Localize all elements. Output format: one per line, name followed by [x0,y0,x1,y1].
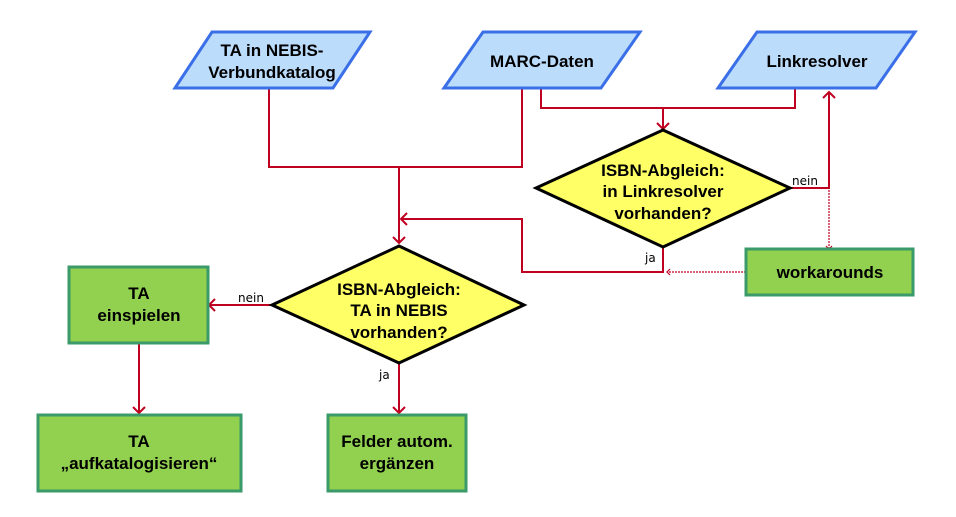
process-shape [326,413,468,493]
edge-marc-to-isbn-lr [540,88,796,109]
node-label-line: TA in NEBIS- [221,41,324,60]
input-shape [172,30,373,90]
edge-label-nebis-ja: ja [378,368,390,382]
input-shape [441,30,643,90]
node-ta-einspielen: TA einspielen [67,265,210,345]
edge-isbn-lr-nein-to-linkresolver [790,90,836,189]
edge-label-nebis-nein: nein [238,291,264,305]
node-label-line: Felder autom. [341,432,452,451]
decision-shape [268,244,528,365]
node-linkresolver: Linkresolver [715,30,918,90]
node-isbn-nebis: ISBN-Abgleich: TA in NEBIS vorhanden? [268,244,528,365]
dashed-connectors [666,190,833,276]
node-label-line: Verbundkatalog [208,63,336,82]
input-shape [715,30,918,90]
node-ta-nebis: TA in NEBIS- Verbundkatalog [172,30,373,90]
node-label-line: TA [128,284,149,303]
node-label-line: in Linkresolver [603,182,724,201]
node-label-line: TA in NEBIS [350,301,447,320]
decision-shape [532,128,794,249]
edge-marc-to-merge [399,88,523,168]
process-shape [36,413,243,493]
edge-label-lr-nein: nein [792,174,818,188]
node-ta-aufkatalogisieren: TA „aufkatalogisieren“ [36,413,243,493]
edge-isbn-lr-ja-to-isbn-nebis [399,212,664,273]
node-label-line: ergänzen [360,454,435,473]
node-label-line: ISBN-Abgleich: [337,280,461,299]
node-label-line: ISBN-Abgleich: [601,161,725,180]
node-label-line: TA [128,432,149,451]
edge-ta-nebis-to-merge [268,88,399,168]
node-label-line: MARC-Daten [490,52,594,71]
node-label-line: vorhanden? [350,323,447,342]
edge-label-lr-ja: ja [644,251,656,265]
node-label-line: einspielen [97,306,180,325]
node-workarounds: workarounds [744,247,915,297]
process-shape [744,247,915,297]
node-marc: MARC-Daten [441,30,643,90]
node-isbn-linkresolver: ISBN-Abgleich: in Linkresolver vorhanden… [532,128,794,249]
node-felder: Felder autom. ergänzen [326,413,468,493]
node-label-line: vorhanden? [614,204,711,223]
connectors [132,88,836,415]
node-label-line: Linkresolver [766,52,867,71]
node-label-line: workarounds [776,263,884,282]
node-label-line: „aufkatalogisieren“ [61,454,218,473]
process-shape [67,265,210,345]
